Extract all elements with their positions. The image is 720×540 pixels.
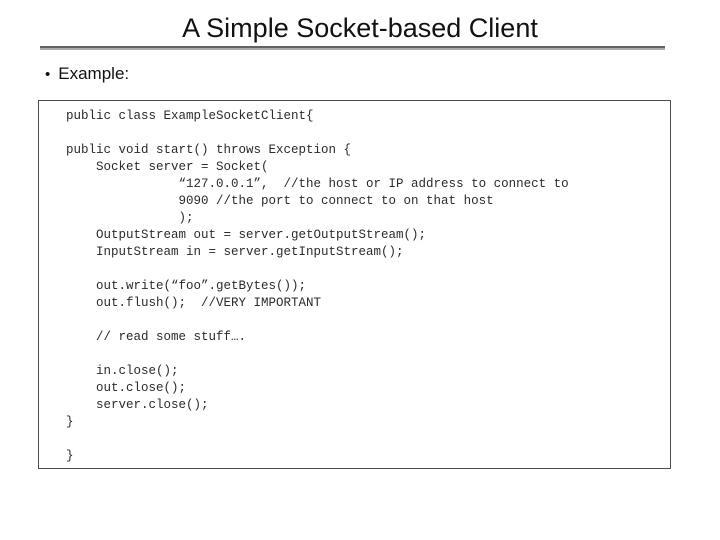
title-underline-rule — [40, 46, 665, 50]
code-block: public class ExampleSocketClient{ public … — [39, 101, 670, 465]
code-line: OutputStream out = server.getOutputStrea… — [66, 228, 427, 242]
code-box: public class ExampleSocketClient{ public … — [38, 100, 671, 469]
slide-title: A Simple Socket-based Client — [182, 13, 538, 43]
code-line — [66, 125, 670, 142]
code-line: Socket server = Socket( — [66, 160, 269, 174]
code-line: server.close(); — [66, 398, 209, 412]
code-line: } — [66, 415, 74, 429]
code-line: out.flush(); //VERY IMPORTANT — [66, 296, 322, 310]
code-line — [66, 312, 670, 329]
code-line: out.write(“foo”.getBytes()); — [66, 279, 307, 293]
code-line: out.close(); — [66, 381, 187, 395]
code-line: “127.0.0.1”, //the host or IP address to… — [66, 177, 569, 191]
code-line: public class ExampleSocketClient{ — [66, 109, 314, 123]
code-line: public void start() throws Exception { — [66, 143, 352, 157]
bullet-label: Example: — [58, 64, 130, 83]
code-line — [66, 346, 670, 363]
code-line: ); — [66, 211, 194, 225]
bullet-marker: • — [45, 66, 51, 83]
code-line: InputStream in = server.getInputStream()… — [66, 245, 404, 259]
code-line: in.close(); — [66, 364, 179, 378]
code-line: // read some stuff…. — [66, 330, 247, 344]
bullet-line: • Example: — [45, 64, 129, 84]
code-line: 9090 //the port to connect to on that ho… — [66, 194, 494, 208]
code-line — [66, 261, 670, 278]
code-line — [66, 431, 670, 448]
code-line: } — [66, 449, 74, 463]
